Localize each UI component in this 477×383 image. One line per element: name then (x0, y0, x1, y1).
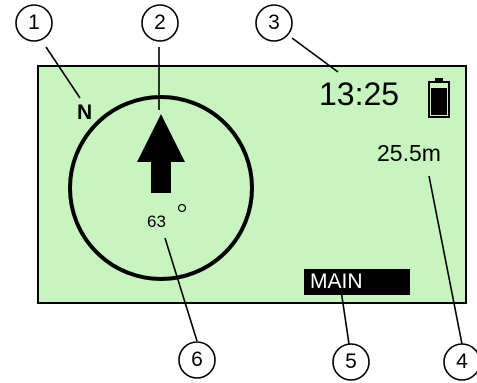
leader-line-6 (164, 237, 198, 342)
battery-fill (431, 88, 447, 115)
callout-number-2: 2 (154, 11, 166, 34)
callout-circle-2 (141, 4, 179, 42)
degree-ring-icon (177, 203, 187, 213)
north-label: N (77, 101, 93, 124)
callout-circle-4 (443, 343, 477, 381)
callout-number-3: 3 (268, 11, 280, 34)
distance-readout: 25.5m (377, 140, 441, 166)
callout-number-4: 4 (456, 350, 468, 373)
mode-tag: MAIN (304, 269, 410, 295)
up-arrow-icon (137, 114, 185, 193)
heading-readout: 63 (147, 212, 166, 231)
compass-ring (68, 95, 254, 281)
callout-circle-5 (332, 343, 370, 381)
leader-line-5 (340, 289, 350, 345)
callout-circle-3 (255, 4, 293, 42)
leader-line-3 (291, 37, 339, 73)
callout-circle-1 (15, 4, 53, 42)
callout-number-5: 5 (345, 350, 357, 373)
callout-number-6: 6 (191, 348, 203, 371)
callout-number-1: 1 (28, 11, 40, 34)
battery-icon (428, 78, 450, 118)
time-readout: 13:25 (319, 76, 400, 112)
callout-circle-6 (178, 341, 216, 379)
leader-line-4 (428, 175, 463, 345)
leader-line-1 (45, 46, 81, 99)
